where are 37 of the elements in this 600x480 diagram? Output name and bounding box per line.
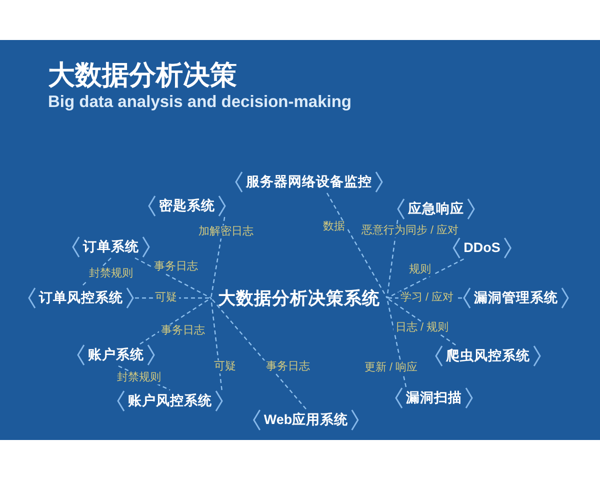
edge-label: 封禁规则	[87, 268, 135, 280]
bracket-label: 账户系统	[76, 344, 156, 366]
bracket-label: 账户风控系统	[116, 390, 224, 412]
edge-label: 学习 / 应对	[398, 292, 456, 304]
edge-label: 规则	[407, 264, 433, 276]
title: 大数据分析决策	[48, 60, 237, 90]
connector-line	[140, 298, 212, 344]
connector-line	[210, 298, 306, 410]
edge-label: 更新 / 响应	[362, 362, 420, 374]
edge-label: 事务日志	[152, 260, 200, 274]
bracket-label: 密匙系统	[147, 195, 227, 217]
bracket-label: 订单系统	[71, 236, 151, 258]
edge-label: 封禁规则	[115, 372, 163, 384]
bracket-label: 漏洞管理系统	[462, 287, 570, 309]
connector-line	[134, 257, 212, 299]
edge-label: 加解密日志	[196, 226, 256, 238]
connector-line	[386, 220, 398, 298]
bracket-label: 爬虫风控系统	[434, 345, 542, 367]
edge-label: 可疑	[212, 360, 238, 374]
bracket-label: 漏洞扫描	[394, 387, 474, 409]
edge-label: 可疑	[153, 292, 179, 304]
edge-label: 事务日志	[159, 324, 207, 338]
edge-label: 恶意行为同步 / 应对	[359, 224, 461, 238]
connector-line	[210, 216, 226, 298]
bracket-label: Web应用系统	[252, 409, 360, 431]
bracket-label: 应急响应	[396, 198, 476, 220]
center-label: 大数据分析决策系统	[211, 286, 387, 310]
connector-line	[210, 298, 222, 390]
edge-label: 事务日志	[264, 360, 312, 374]
edge-label: 数据	[321, 220, 347, 234]
edge-label: 日志 / 规则	[393, 322, 451, 334]
connector-line	[386, 258, 464, 299]
bracket-label: DDoS	[452, 237, 512, 259]
bracket-label: 订单风控系统	[27, 287, 135, 309]
bracket-label: 服务器网络设备监控	[234, 171, 384, 193]
subtitle: Big data analysis and decision-making	[48, 92, 352, 112]
connector-line	[326, 192, 388, 298]
